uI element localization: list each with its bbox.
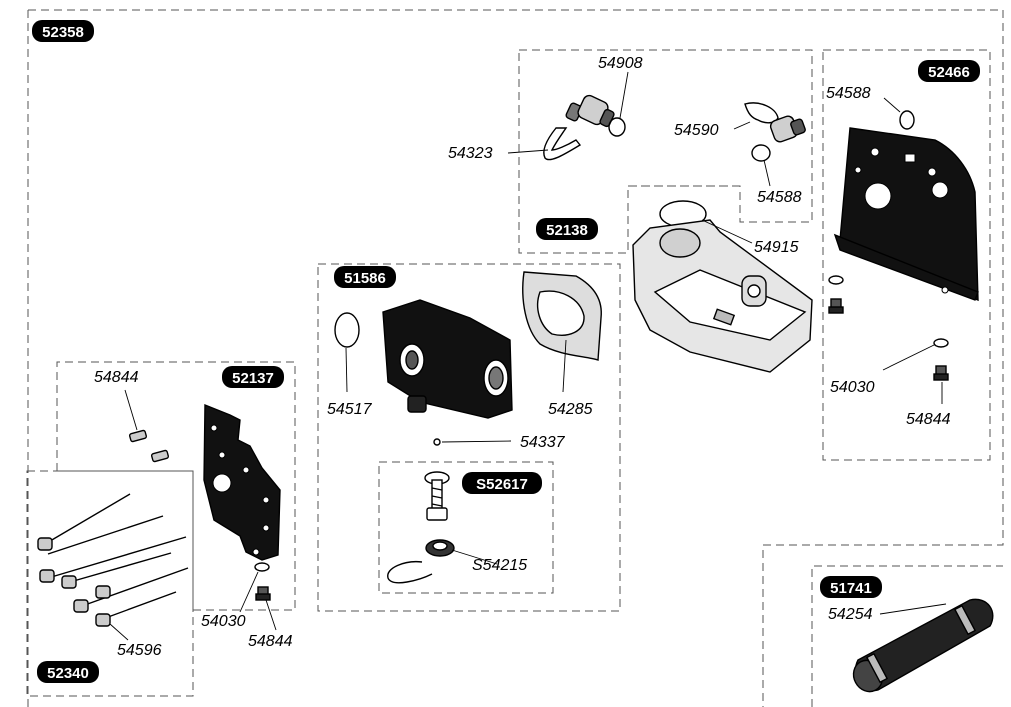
label-54588-a: 54588 [757,189,802,206]
fitting-right [744,102,806,143]
group-outlines [26,9,1004,707]
outline-51586 [317,263,621,612]
badge-52340-label: 52340 [47,665,89,682]
regulator-block-51586 [382,299,513,419]
screw-assembly-S52617 [424,471,450,521]
label-54596: 54596 [117,642,162,659]
badge-52358: 52358 [32,20,94,42]
badge-52137: 52137 [222,366,284,388]
outline-52340 [26,470,194,697]
label-54030-left: 54030 [201,613,246,630]
label-54590: 54590 [674,122,719,139]
fitting-left [543,94,615,161]
label-54588-b: 54588 [826,85,871,102]
label-54030-right: 54030 [830,379,875,396]
badge-52466: 52466 [918,60,980,82]
badge-51586: 51586 [334,266,396,288]
badge-52138-label: 52138 [546,222,588,239]
label-S54215: S54215 [472,557,527,574]
badge-52358-label: 52358 [42,24,84,41]
screw-54844-bracket [255,586,271,601]
label-54285: 54285 [548,401,593,418]
label-54844-loose: 54844 [94,369,139,386]
badge-51741-label: 51741 [830,580,872,597]
label-54908: 54908 [598,55,643,72]
o-ring-54337 [433,438,441,446]
label-54844-bracket: 54844 [248,633,293,650]
o-ring-54588-b [899,110,915,130]
badge-51586-label: 51586 [344,270,386,287]
label-54337: 54337 [520,434,566,451]
badges: 52358 52138 52466 51586 52137 S52617 523… [32,20,980,683]
o-ring-54588-a [751,144,771,162]
hose-51741 [852,598,994,693]
valve-body [632,219,813,373]
o-ring-54517 [334,312,360,348]
label-54323: 54323 [448,145,493,162]
washer-54030-left [254,562,270,572]
badge-52466-label: 52466 [928,64,970,81]
mounting-plate-52466 [833,127,979,302]
badge-S52617: S52617 [462,472,542,494]
screw-upper [828,298,844,314]
gasket-54285 [522,271,602,361]
bracket-52137 [203,403,281,561]
part-labels: 54908 54323 54590 54588 54588 54915 5451… [94,55,951,659]
seal-S54215 [387,539,455,584]
o-ring-54908 [608,117,626,137]
badge-S52617-label: S52617 [476,476,528,493]
outline-52137 [56,361,296,611]
badge-52137-label: 52137 [232,370,274,387]
label-54915: 54915 [754,239,799,256]
washer-54030-right [933,338,949,348]
long-screws-54596 [37,493,189,627]
screws-54844-loose [128,429,170,463]
outline-51741 [811,565,1003,707]
outline-52358 [27,9,1004,707]
label-54844-right: 54844 [906,411,951,428]
screw-54844-right [933,365,949,381]
washer-upper [828,275,844,285]
outline-52466 [822,49,991,461]
badge-52340: 52340 [37,661,99,683]
badge-52138: 52138 [536,218,598,240]
badge-51741: 51741 [820,576,882,598]
label-54254: 54254 [828,606,873,623]
label-54517: 54517 [327,401,373,418]
outline-S52617 [378,461,554,594]
leader-lines [109,71,947,641]
